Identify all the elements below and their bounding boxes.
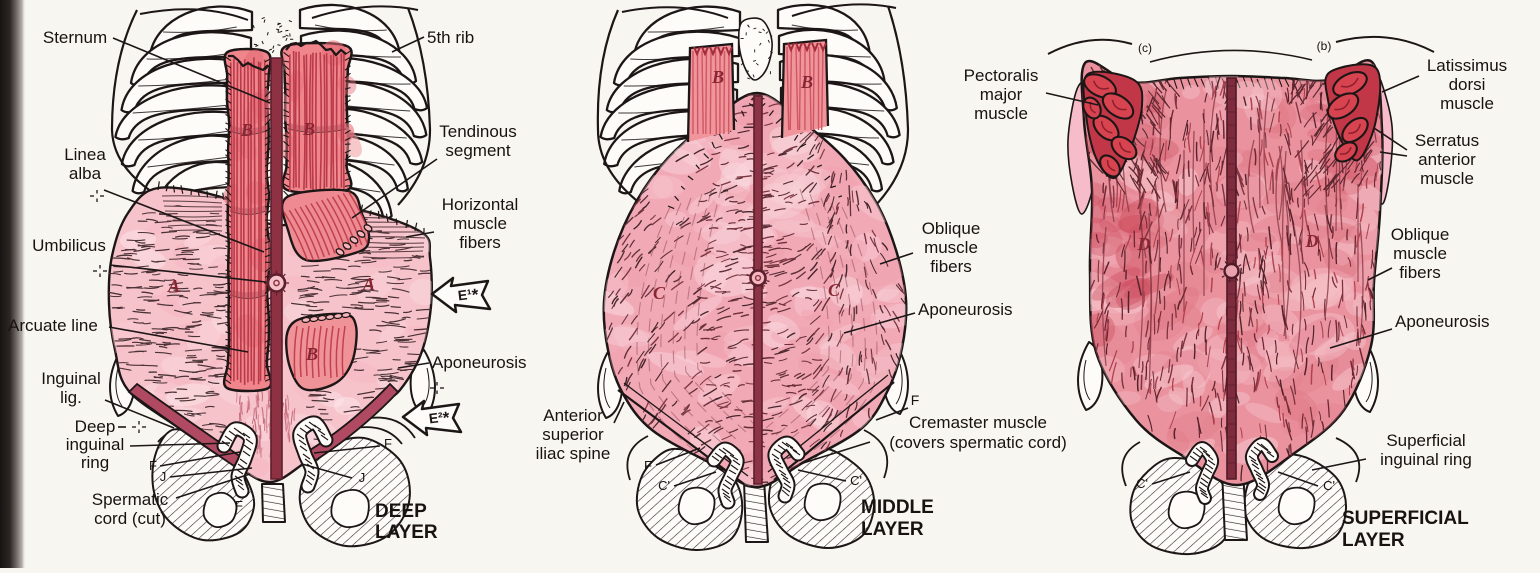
svg-text:5th rib: 5th rib <box>427 28 474 47</box>
svg-text:Aponeurosis: Aponeurosis <box>1395 312 1490 331</box>
svg-text:segment: segment <box>445 141 510 160</box>
svg-text:F: F <box>644 458 652 473</box>
svg-text:LAYER: LAYER <box>375 522 438 543</box>
svg-text:B: B <box>800 72 813 92</box>
svg-text:(covers spermatic cord): (covers spermatic cord) <box>889 433 1067 452</box>
svg-text:ring: ring <box>81 453 109 472</box>
svg-text:B: B <box>302 119 315 139</box>
svg-text:muscle: muscle <box>1393 244 1447 263</box>
svg-text:B: B <box>305 344 318 364</box>
svg-text:C: C <box>653 283 666 303</box>
svg-text:D: D <box>1137 234 1151 254</box>
svg-text:fibers: fibers <box>930 257 972 276</box>
svg-text:Cremaster muscle: Cremaster muscle <box>909 413 1047 432</box>
svg-text:muscle: muscle <box>974 104 1028 123</box>
svg-text:MIDDLE: MIDDLE <box>861 497 934 518</box>
svg-text:Arcuate line: Arcuate line <box>8 316 98 335</box>
svg-text:Oblique: Oblique <box>922 219 981 238</box>
svg-text:(c): (c) <box>1138 41 1152 55</box>
svg-text:lig.: lig. <box>60 388 82 407</box>
svg-text:Inguinal: Inguinal <box>41 369 101 388</box>
svg-text:Linea: Linea <box>64 145 106 164</box>
svg-text:Aponeurosis: Aponeurosis <box>918 300 1013 319</box>
svg-text:Oblique: Oblique <box>1391 225 1450 244</box>
svg-text:A: A <box>167 276 180 296</box>
svg-text:muscle: muscle <box>1420 169 1474 188</box>
svg-text:F: F <box>911 392 920 408</box>
svg-text:dorsi: dorsi <box>1449 75 1486 94</box>
svg-text:Serratus: Serratus <box>1415 131 1479 150</box>
svg-text:fibers: fibers <box>1399 263 1441 282</box>
svg-text:Aponeurosis: Aponeurosis <box>432 353 527 372</box>
svg-text:inguinal ring: inguinal ring <box>1380 450 1472 469</box>
svg-text:(b): (b) <box>1317 39 1332 53</box>
svg-text:Horizontal: Horizontal <box>442 195 519 214</box>
svg-text:Spermatic: Spermatic <box>92 490 169 509</box>
svg-text:muscle: muscle <box>924 238 978 257</box>
svg-text:SUPERFICIAL: SUPERFICIAL <box>1342 508 1469 529</box>
svg-text:F: F <box>235 498 243 513</box>
svg-text:F: F <box>384 436 392 451</box>
svg-text:C': C' <box>658 478 670 493</box>
svg-text:inguinal: inguinal <box>66 435 125 454</box>
svg-text:J: J <box>160 469 167 484</box>
svg-text:LAYER: LAYER <box>1342 530 1405 551</box>
svg-text:C': C' <box>850 473 862 488</box>
svg-text:J: J <box>359 470 366 485</box>
svg-text:fibers: fibers <box>459 233 501 252</box>
svg-text:C: C <box>828 280 841 300</box>
svg-text:Deep: Deep <box>75 417 116 436</box>
svg-text:Latissimus: Latissimus <box>1427 56 1507 75</box>
svg-text:Superficial: Superficial <box>1386 431 1465 450</box>
svg-text:muscle: muscle <box>1440 94 1494 113</box>
svg-text:alba: alba <box>69 164 102 183</box>
svg-text:cord (cut): cord (cut) <box>94 509 166 528</box>
svg-text:DEEP: DEEP <box>375 501 427 522</box>
svg-text:F: F <box>149 458 157 473</box>
svg-text:muscle: muscle <box>453 214 507 233</box>
svg-text:Pectoralis: Pectoralis <box>964 66 1039 85</box>
svg-text:D: D <box>1305 231 1319 251</box>
svg-text:Anterior: Anterior <box>543 406 603 425</box>
svg-text:superior: superior <box>542 425 604 444</box>
svg-text:iliac spine: iliac spine <box>536 444 611 463</box>
svg-text:A: A <box>362 274 375 294</box>
svg-text:B: B <box>240 120 253 140</box>
svg-text:B: B <box>711 67 724 87</box>
svg-text:Tendinous: Tendinous <box>439 122 517 141</box>
svg-text:Sternum: Sternum <box>43 28 107 47</box>
svg-text:C': C' <box>1323 478 1335 493</box>
svg-text:major: major <box>980 85 1023 104</box>
svg-text:anterior: anterior <box>1418 150 1476 169</box>
svg-text:Umbilicus: Umbilicus <box>32 236 106 255</box>
svg-text:LAYER: LAYER <box>861 519 924 540</box>
svg-text:C': C' <box>1136 476 1148 491</box>
